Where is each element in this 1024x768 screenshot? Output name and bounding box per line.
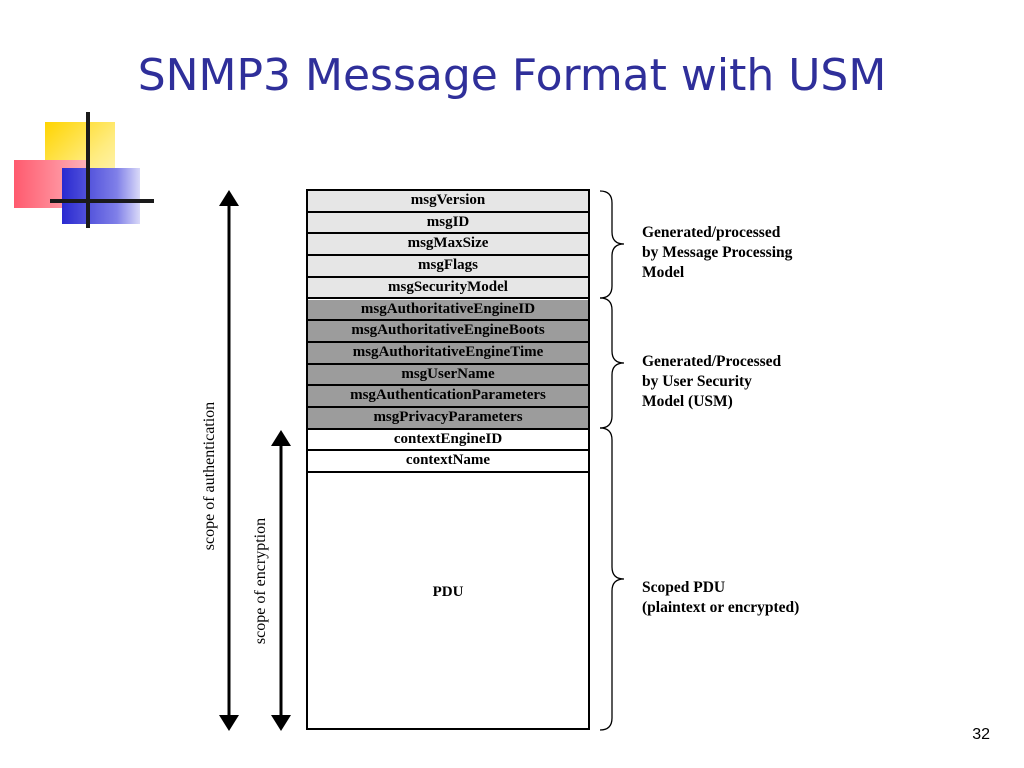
field-msgauthoritativeengineboots: msgAuthoritativeEngineBoots bbox=[308, 321, 588, 343]
logo-horizontal-line bbox=[50, 199, 154, 203]
logo-vertical-line bbox=[86, 112, 90, 228]
field-msgflags: msgFlags bbox=[308, 256, 588, 278]
field-label: msgAuthoritativeEngineID bbox=[360, 300, 536, 317]
field-label: msgUserName bbox=[401, 365, 495, 382]
message-format-stack: msgVersion msgID msgMaxSize msgFlags msg… bbox=[306, 189, 590, 730]
field-msgusername: msgUserName bbox=[308, 364, 588, 387]
pdu-label: PDU bbox=[432, 584, 464, 600]
field-label: msgID bbox=[426, 213, 470, 230]
page-number: 32 bbox=[972, 726, 990, 743]
field-msgmaxsize: msgMaxSize bbox=[308, 234, 588, 257]
desc-line: Model (USM) bbox=[642, 393, 733, 410]
corner-squares-logo-icon bbox=[0, 0, 170, 240]
field-contextengineid: contextEngineID bbox=[308, 429, 588, 452]
desc-line: by User Security bbox=[642, 373, 752, 390]
field-msgauthenticationparameters: msgAuthenticationParameters bbox=[308, 386, 588, 408]
field-msgsecuritymodel: msgSecurityModel bbox=[308, 277, 588, 300]
field-msgversion: msgVersion bbox=[308, 191, 588, 213]
slide-title: SNMP3 Message Format with USM bbox=[137, 50, 887, 101]
field-label: msgVersion bbox=[410, 192, 486, 208]
brace-message-processing bbox=[599, 190, 625, 299]
brace-scoped-pdu bbox=[599, 427, 625, 731]
field-label: msgSecurityModel bbox=[388, 278, 508, 295]
desc-line: Generated/processed bbox=[642, 224, 781, 241]
field-label: contextEngineID bbox=[393, 430, 503, 447]
group-scoped-pdu-desc: Scoped PDU (plaintext or encrypted) bbox=[642, 578, 799, 618]
logo-blue-square bbox=[62, 168, 140, 224]
desc-line: Generated/Processed bbox=[642, 353, 782, 370]
authentication-scope-label: scope of authentication bbox=[201, 401, 218, 551]
field-msgauthoritativeengineid: msgAuthoritativeEngineID bbox=[308, 299, 588, 322]
field-contextname: contextName bbox=[308, 451, 588, 474]
field-label: msgAuthoritativeEngineBoots bbox=[351, 322, 545, 339]
field-label: msgAuthenticationParameters bbox=[350, 387, 546, 404]
encryption-scope-label: scope of encryption bbox=[252, 517, 269, 645]
field-msgauthoritativeenginetime: msgAuthoritativeEngineTime bbox=[308, 342, 588, 365]
field-msgid: msgID bbox=[308, 212, 588, 235]
group-user-security-desc: Generated/Processed by User Security Mod… bbox=[642, 352, 781, 412]
field-label: msgMaxSize bbox=[407, 235, 489, 252]
authentication-scope-arrow bbox=[219, 190, 239, 731]
field-label: msgFlags bbox=[418, 257, 478, 274]
desc-line: (plaintext or encrypted) bbox=[642, 599, 800, 616]
encryption-scope-arrow bbox=[271, 430, 291, 731]
desc-line: by Message Processing bbox=[642, 244, 793, 261]
desc-line: Model bbox=[642, 264, 685, 281]
field-label: contextName bbox=[405, 452, 491, 469]
field-label: msgPrivacyParameters bbox=[373, 409, 523, 425]
field-label: msgAuthoritativeEngineTime bbox=[352, 343, 544, 360]
brace-user-security bbox=[599, 297, 625, 429]
field-msgprivacyparameters: msgPrivacyParameters bbox=[308, 408, 588, 430]
group-message-processing-desc: Generated/processed by Message Processin… bbox=[642, 223, 792, 283]
desc-line: Scoped PDU bbox=[642, 579, 726, 596]
